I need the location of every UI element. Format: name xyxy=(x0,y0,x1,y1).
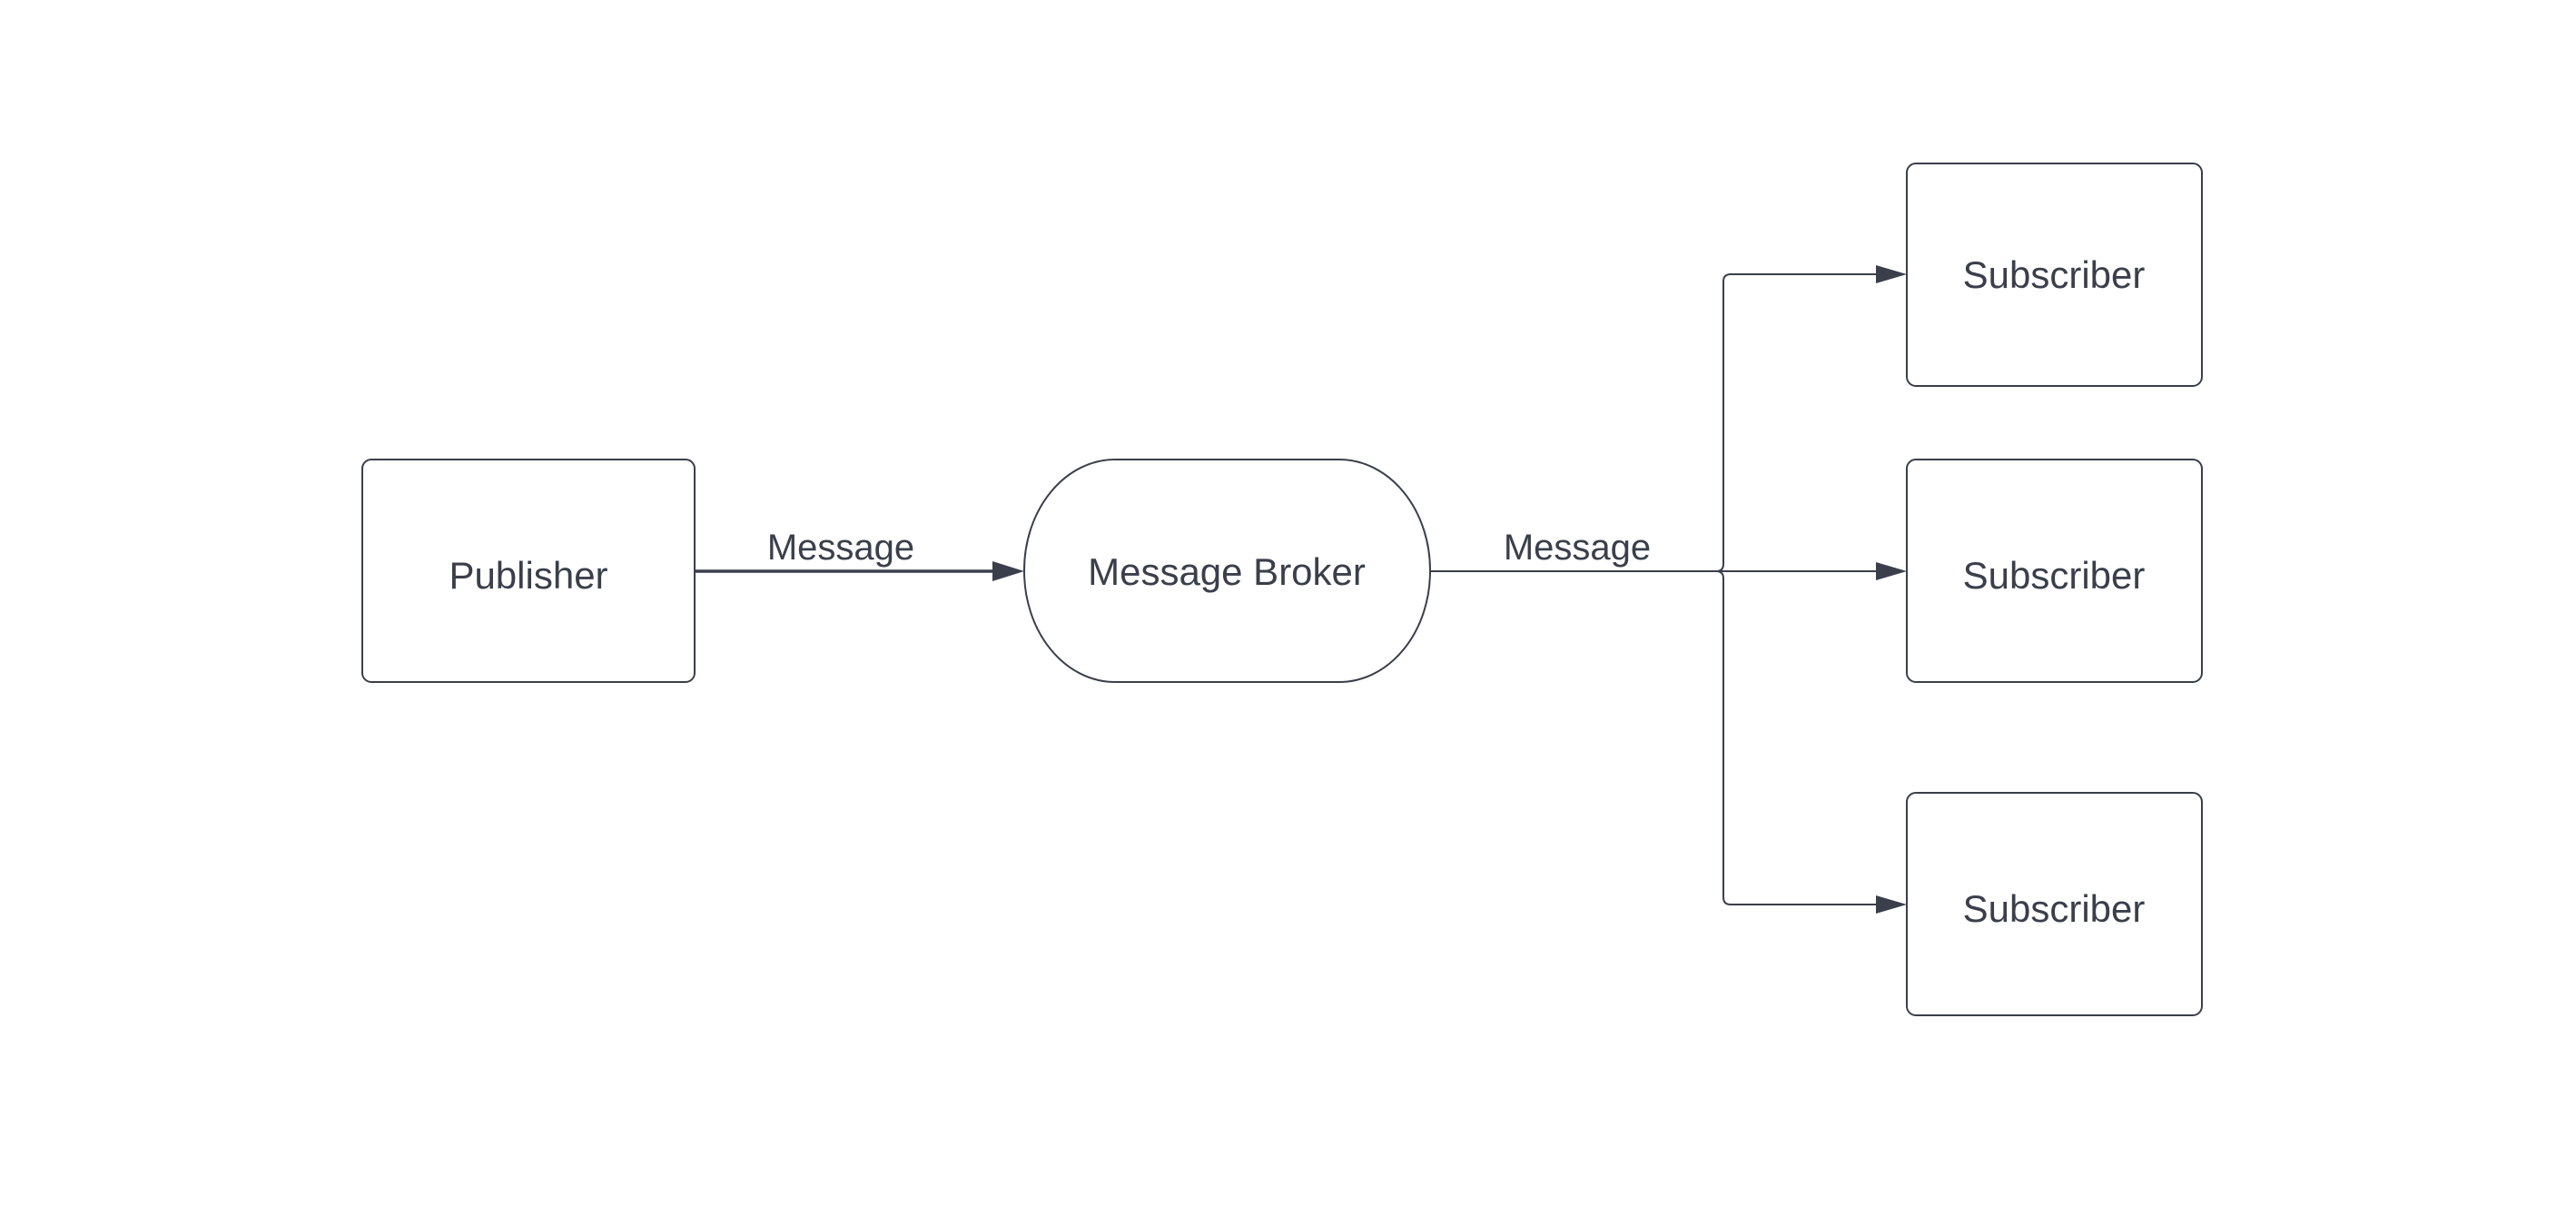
edge-publisher-to-broker xyxy=(695,561,1024,581)
subscriber-top-label: Subscriber xyxy=(1963,253,2146,296)
subscriber-middle-box xyxy=(1906,459,2203,683)
node-subscriber-bottom[interactable]: Subscriber xyxy=(1906,792,2203,1016)
subscriber-bottom-label: Subscriber xyxy=(1963,887,2146,930)
edge-branch-bottom xyxy=(1715,570,1880,905)
edge-label-broker-subscribers: Message xyxy=(1504,528,1651,568)
node-publisher[interactable]: Publisher xyxy=(361,459,696,683)
arrowhead-to-subscriber-bottom-icon xyxy=(1876,895,1907,914)
message-broker-terminator xyxy=(1023,459,1431,683)
node-subscriber-top[interactable]: Subscriber xyxy=(1906,163,2203,387)
arrowhead-to-broker-icon xyxy=(992,561,1024,581)
edge-label-publisher-broker: Message xyxy=(767,528,914,568)
subscriber-middle-label: Subscriber xyxy=(1963,554,2146,597)
publisher-label: Publisher xyxy=(449,554,607,597)
edge-broker-to-subscribers xyxy=(1430,265,1907,914)
edge-branch-top xyxy=(1715,273,1880,572)
arrowhead-to-subscriber-top-icon xyxy=(1876,265,1907,283)
node-message-broker[interactable]: Message Broker xyxy=(1023,459,1431,683)
message-broker-label: Message Broker xyxy=(1088,550,1366,593)
subscriber-bottom-box xyxy=(1906,792,2203,1016)
node-subscriber-middle[interactable]: Subscriber xyxy=(1906,459,2203,683)
subscriber-top-box xyxy=(1906,163,2203,387)
arrowhead-to-subscriber-middle-icon xyxy=(1876,562,1907,580)
publisher-box xyxy=(361,459,696,683)
